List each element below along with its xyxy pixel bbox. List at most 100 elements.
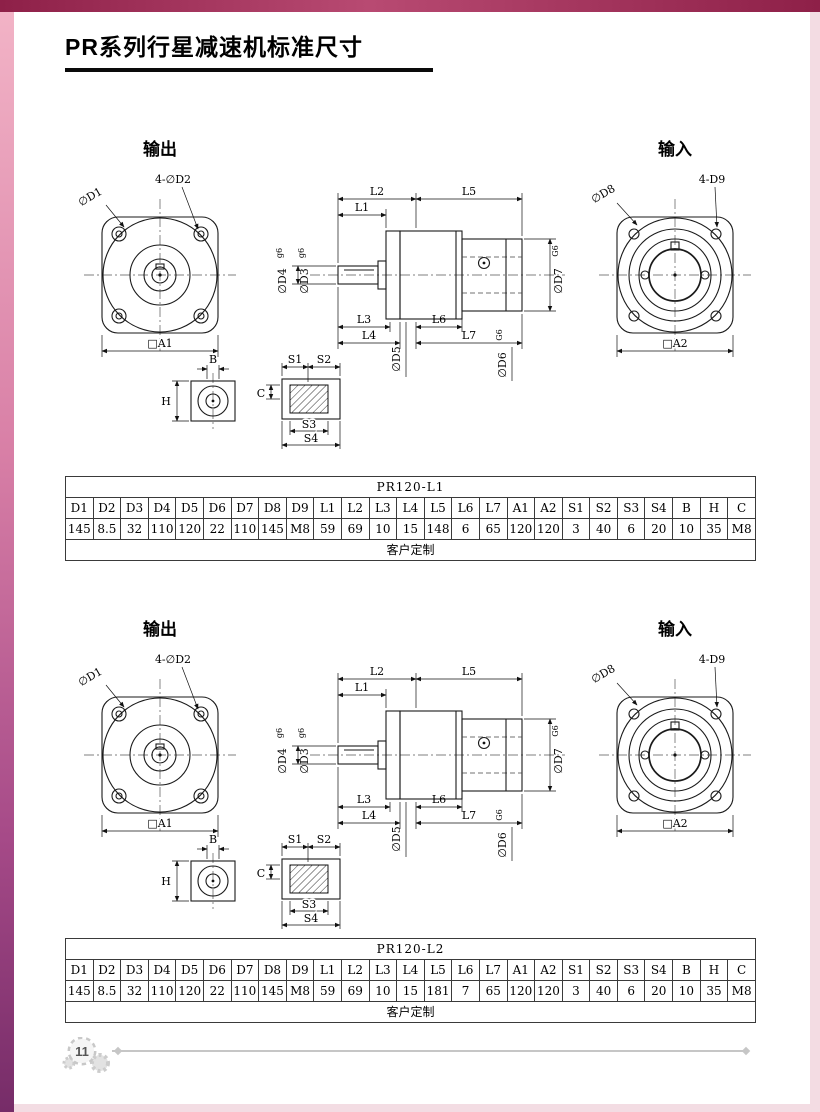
table-cell: D3 [120,958,149,981]
table-cell: S2 [589,958,618,981]
table-cell: 20 [644,979,674,1002]
table-cell: 6 [616,979,646,1002]
table-cell: D4 [147,496,177,519]
table-cell: 22 [202,979,232,1002]
table-cell: D6 [202,958,232,981]
table-footer: 客户定制 [65,538,756,561]
gear-icon [62,1056,76,1069]
table-cell: L4 [396,496,425,519]
table-cell: L7 [478,496,508,519]
top-accent-bar [0,0,820,12]
left-accent-bar [0,12,14,1112]
table-cell: A2 [534,958,563,981]
table-cell: 10 [368,517,398,540]
table-cell: 40 [589,517,618,540]
table-cell: 32 [120,517,149,540]
table-title-row: PR120-L1 [65,475,756,498]
table-cell: 110 [147,979,177,1002]
table-cell: 35 [699,517,729,540]
table-cell: D4 [147,958,177,981]
table-cell: 32 [120,979,149,1002]
table-cell: H [699,958,729,981]
table-cell: L5 [423,496,453,519]
table-cell: D1 [65,958,94,981]
table-cell: 7 [451,979,480,1002]
table-cell: L5 [423,958,453,981]
table-cell: D9 [285,496,315,519]
table-cell: 110 [230,979,260,1002]
table-cell: 59 [313,979,342,1002]
table-cell: L3 [368,496,398,519]
table-footer-row: 客户定制 [65,538,756,561]
table-cell: L2 [340,496,370,519]
table-cell: 10 [672,517,701,540]
table-cell: 65 [478,517,508,540]
table-cell: D2 [92,958,122,981]
table-footer-row: 客户定制 [65,1000,756,1023]
table-cell: L6 [451,958,480,981]
table-cell: L4 [396,958,425,981]
table-title-row: PR120-L2 [65,937,756,960]
table-cell: D6 [202,496,232,519]
table-footer: 客户定制 [65,1000,756,1023]
table-cell: 110 [147,517,177,540]
table-cell: M8 [727,979,756,1002]
table-cell: S3 [616,958,646,981]
gear-face [70,1038,94,1063]
table-cell: 69 [340,517,370,540]
table-cell: 65 [478,979,508,1002]
table-cell: 120 [506,979,536,1002]
table-cell: 145 [65,517,94,540]
table-cell: 120 [175,979,204,1002]
table-cell: 110 [230,517,260,540]
table-cell: 15 [396,517,425,540]
table-cell: D7 [230,496,260,519]
table-cell: 69 [340,979,370,1002]
table-cell: L1 [313,496,342,519]
table-cell: L7 [478,958,508,981]
table-cell: 6 [451,517,480,540]
table-cell: D9 [285,958,315,981]
table-cell: L2 [340,958,370,981]
table-cell: 120 [534,979,563,1002]
table-cell: D8 [258,496,287,519]
table-cell: 6 [616,517,646,540]
table-cell: L1 [313,958,342,981]
table-cell: A1 [506,958,536,981]
table-cell: S4 [644,496,674,519]
table-cell: 22 [202,517,232,540]
table-cell: D8 [258,958,287,981]
table-cell: 145 [65,979,94,1002]
table-cell: S1 [561,496,591,519]
title-underline [65,68,433,72]
table-cell: A2 [534,496,563,519]
table-title: PR120-L1 [65,475,756,498]
table-cell: M8 [285,979,315,1002]
drawing-section-2 [60,615,760,950]
page-title: PR系列行星减速机标准尺寸 [65,34,363,60]
table-cell: 59 [313,517,342,540]
table-cell: 40 [589,979,618,1002]
table-cell: 10 [672,979,701,1002]
table-cell: C [727,496,756,519]
table-cell: 148 [423,517,453,540]
table-cell: L6 [451,496,480,519]
page-number: 11 [75,1044,89,1059]
table-cell: D5 [175,496,204,519]
table-cell: D2 [92,496,122,519]
table-cell: 120 [534,517,563,540]
table-cell: D1 [65,496,94,519]
table-cell: M8 [727,517,756,540]
table-cell: B [672,958,701,981]
table-cell: D7 [230,958,260,981]
table-cell: C [727,958,756,981]
table-cell: S3 [616,496,646,519]
table-cell: 120 [175,517,204,540]
table-cell: M8 [285,517,315,540]
table-title: PR120-L2 [65,937,756,960]
